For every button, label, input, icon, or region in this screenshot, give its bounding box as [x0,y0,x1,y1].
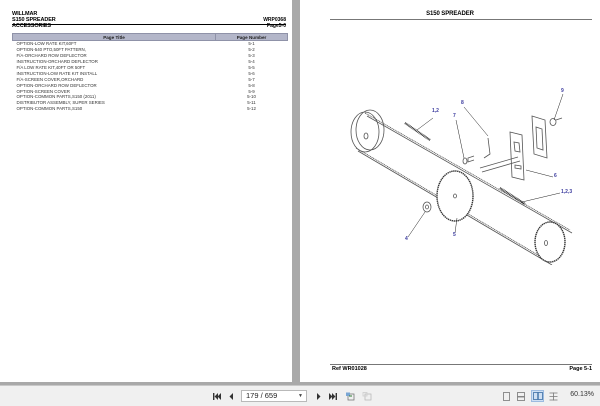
callout-label: 5 [453,232,456,238]
callout-label: 9 [561,88,564,94]
continuous-facing-icon [549,392,557,400]
row-title: OPTION-540 PTO,50FT PATTERN, [16,47,86,53]
table-row[interactable]: F/A-SCREEN COVER,ORCHARD 5-7 [13,76,288,82]
col-header-title: Page Title [12,33,216,41]
toc-table: Page Title Page Number OPTION-LOW RATE K… [12,33,288,112]
viewer-toolbar: 179 / 659 ▼ 60.13% [0,385,600,406]
row-title: INSTRUCTION-LOW RATE KIT INSTALL [16,70,98,76]
document-viewport[interactable]: WILLMAR S150 SPREADER ACCESSORIES WRP036… [0,0,600,385]
page-title: S150 SPREADER [426,11,474,17]
last-page-button[interactable] [328,390,338,402]
table-row[interactable]: OPTION-540 PTO,50FT PATTERN, 5-2 [13,47,288,53]
row-page: 5-8 [248,82,255,88]
table-row[interactable]: INSTRUCTION-ORCHARD DEFLECTOR 5-4 [13,59,288,65]
page-ref: Page5-0 [266,23,286,29]
callout-label: 4 [405,236,408,242]
row-page: 5-11 [247,100,256,106]
table-row[interactable]: OPTION-COMMON PARTS,S150 (2011) 5-10 [13,94,288,100]
row-title: F/A LOW RATE KIT,40FT OR 50FT [16,65,86,70]
row-title: OPTION-LOW RATE KIT,60FT [16,41,77,47]
facing-pages-icon [532,392,543,400]
first-page-button[interactable] [212,390,222,402]
row-title: OPTION-COMMON PARTS,S150 (2011) [16,94,96,100]
header-divider [330,19,592,20]
previous-view-icon [346,392,355,400]
footer-ref: Ref WR01028 [332,366,367,372]
previous-page-button[interactable] [227,390,235,402]
header-divider [12,23,286,25]
row-page: 5-10 [247,94,256,100]
table-row[interactable]: INSTRUCTION-LOW RATE KIT INSTALL 5-6 [13,70,288,76]
row-page: 5-3 [248,53,255,59]
continuous-facing-view-button[interactable] [548,390,558,402]
footer-divider [330,364,592,365]
product-name: S150 SPREADER [12,17,56,23]
first-page-icon [213,392,221,400]
parts-diagram: 1,2 8 7 9 6 1,2,3 4 5 [340,80,600,266]
row-page: 5-4 [248,59,255,65]
callout-label: 8 [461,100,464,106]
footer-page-number: Page 5-1 [569,366,592,372]
table-row[interactable]: OPTION-SCREEN COVER 5-9 [13,88,288,94]
pdf-page-left: WILLMAR S150 SPREADER ACCESSORIES WRP036… [0,0,292,382]
last-page-icon [329,392,337,400]
single-page-view-button[interactable] [501,390,511,402]
dropdown-arrow-icon[interactable]: ▼ [298,393,303,399]
row-title: OPTION-SCREEN COVER [16,88,70,94]
doc-code: WRP0368 [263,17,286,23]
continuous-view-button[interactable] [516,390,526,402]
next-page-button[interactable] [314,390,322,402]
zoom-level[interactable]: 60.13% [570,391,594,398]
row-title: DISTRIBUTOR ASSEMBLY, SUPER SERIES [16,100,105,106]
single-page-icon [502,391,510,401]
callout-label: 1,2,3 [561,189,573,195]
page-number-input[interactable]: 179 / 659 ▼ [241,390,307,402]
col-header-page: Page Number [215,33,288,41]
previous-page-icon [229,392,233,400]
row-title: F/A-ORCHARD ROW DEFLECTOR [16,53,87,59]
row-page: 5-9 [248,88,255,94]
row-title: OPTION-COMMON PARTS,S150 [16,106,83,112]
row-page: 5-1 [248,41,255,47]
table-row[interactable]: F/A-ORCHARD ROW DEFLECTOR 5-3 [13,53,288,59]
table-row[interactable]: F/A LOW RATE KIT,40FT OR 50FT 5-5 [13,65,288,71]
facing-view-button[interactable] [531,390,544,402]
callout-label: 1,2 [432,108,439,114]
row-page: 5-2 [248,47,255,53]
table-row[interactable]: OPTION-ORCHARD ROW DEFLECTOR 5-8 [13,82,288,88]
callout-label: 7 [453,113,456,119]
table-row[interactable]: OPTION-LOW RATE KIT,60FT 5-1 [13,41,288,47]
page-number-value: 179 / 659 [246,391,278,400]
spreader-chain-drive-illustration [350,93,573,266]
row-title: INSTRUCTION-ORCHARD DEFLECTOR [16,59,98,65]
next-view-button[interactable] [361,390,373,402]
row-page: 5-6 [248,70,255,76]
pdf-page-right: S150 SPREADER [300,0,600,382]
row-title: F/A-SCREEN COVER,ORCHARD [16,76,84,82]
previous-view-button[interactable] [344,390,356,402]
row-page: 5-5 [248,65,255,70]
continuous-page-icon [517,391,525,401]
callout-label: 6 [554,173,557,179]
row-title: OPTION-ORCHARD ROW DEFLECTOR [16,82,97,88]
company-name: WILLMAR [12,11,38,17]
next-page-icon [316,392,320,400]
table-row[interactable]: OPTION-COMMON PARTS,S150 5-12 [13,106,288,112]
table-row[interactable]: DISTRIBUTOR ASSEMBLY, SUPER SERIES 5-11 [13,100,288,106]
section-name: ACCESSORIES [12,23,51,29]
next-view-icon [362,391,372,400]
row-page: 5-7 [248,76,255,82]
row-page: 5-12 [247,106,256,112]
